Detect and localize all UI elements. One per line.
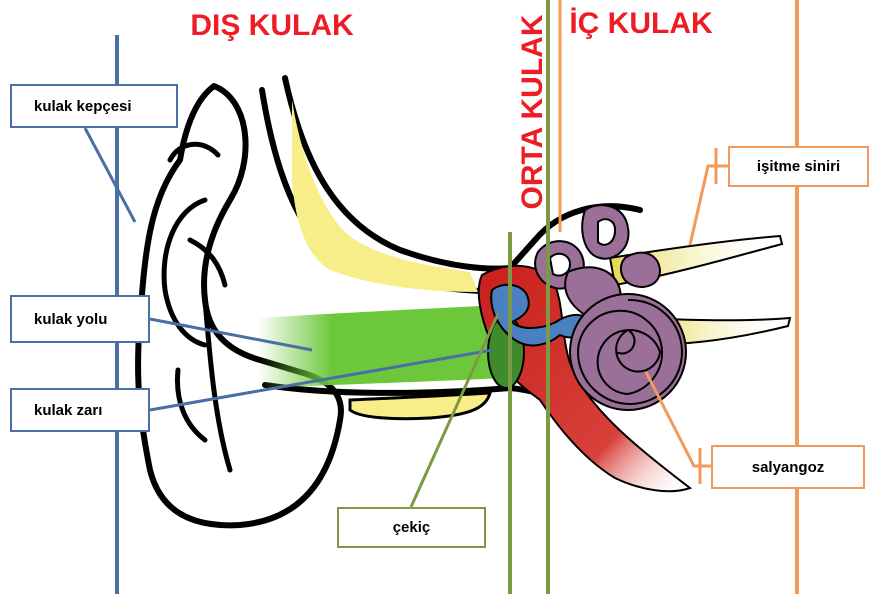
auditory-nerve-leader-line — [690, 166, 728, 245]
cochlea-shape — [570, 294, 686, 410]
inner-ear-heading: İÇ KULAK — [569, 7, 713, 40]
auditory-nerve-label-text: işitme siniri — [757, 158, 840, 175]
ear-canal-label: kulak yolu — [10, 295, 150, 343]
pinna-leader-line — [85, 128, 135, 222]
hammer-label-text: çekiç — [393, 519, 431, 536]
hammer-label: çekiç — [337, 507, 486, 548]
eardrum-label: kulak zarı — [10, 388, 150, 432]
auditory-nerve-label: işitme siniri — [728, 146, 869, 187]
middle-ear-heading: ORTA KULAK — [516, 14, 549, 209]
pinna-label: kulak kepçesi — [10, 84, 178, 128]
outer-ear-heading: DIŞ KULAK — [190, 9, 354, 42]
cochlea-label: salyangoz — [711, 445, 865, 489]
pinna-label-text: kulak kepçesi — [34, 98, 132, 115]
eardrum-label-text: kulak zarı — [34, 402, 102, 419]
lower-cartilage — [350, 393, 490, 419]
ear-canal-label-text: kulak yolu — [34, 311, 107, 328]
cochlea-label-text: salyangoz — [752, 459, 825, 476]
